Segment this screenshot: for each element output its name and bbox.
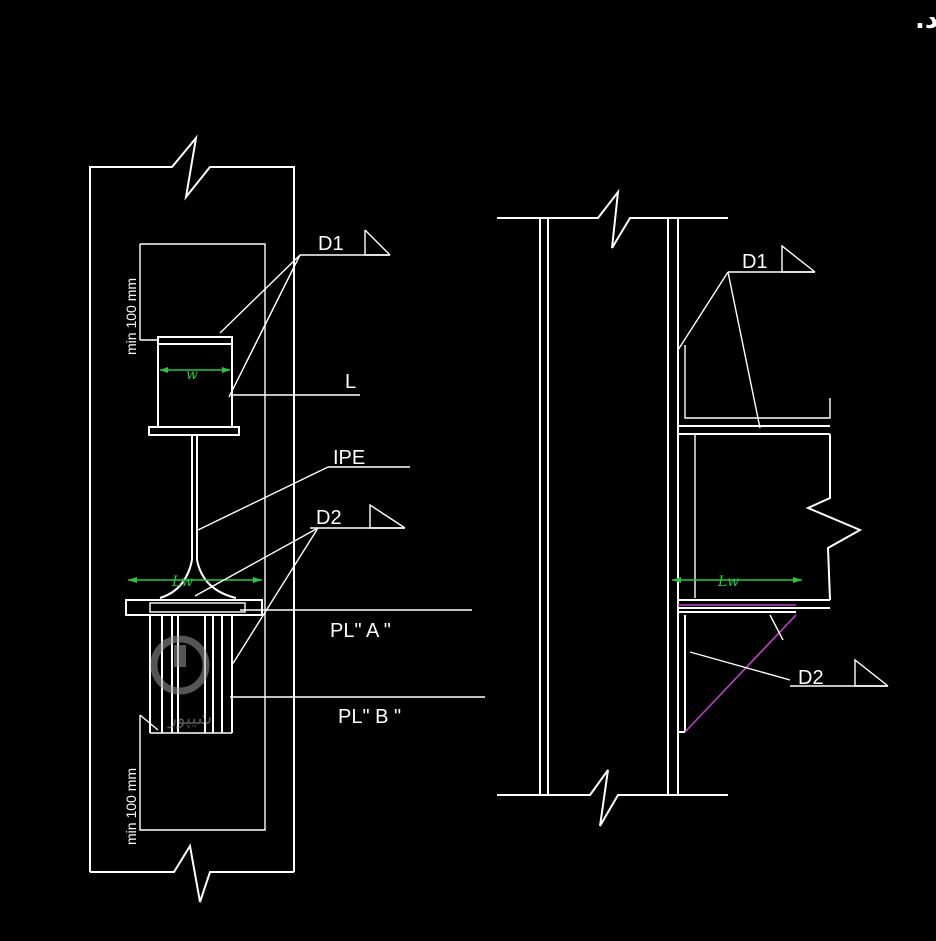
- label-d2-left: D2: [316, 507, 342, 529]
- label-l: L: [345, 371, 356, 393]
- dim-lw-right: Lw: [672, 574, 802, 590]
- label-d1-right: D1: [742, 251, 768, 273]
- watermark-logo: شیپور: [150, 635, 212, 729]
- left-column-outline: [89, 134, 295, 903]
- ipe-beam-section: [148, 426, 240, 599]
- plate-a-section: [125, 599, 263, 616]
- label-pl-b: PL" B ": [338, 706, 401, 728]
- left-inner-panel: [139, 243, 266, 831]
- dim-w: w: [186, 367, 198, 383]
- seat-angle-right: [677, 604, 797, 733]
- watermark-text: شیپور: [167, 708, 212, 729]
- dim-lw-left: Lw: [128, 574, 262, 590]
- label-d2-right: D2: [798, 667, 824, 689]
- left-leader-lines: [194, 229, 485, 698]
- min-100mm-bottom: min 100 mm: [123, 768, 139, 845]
- label-d1-left: D1: [318, 233, 344, 255]
- dim-lw-left-text: Lw: [171, 574, 193, 590]
- label-pl-a: PL" A ": [330, 620, 391, 642]
- right-beam: [678, 345, 863, 609]
- min-100mm-top: min 100 mm: [123, 278, 139, 355]
- plate-b-section: [149, 615, 233, 734]
- right-leader-lines: [677, 244, 889, 687]
- right-column: [497, 188, 728, 827]
- dim-lw-right-text: Lw: [717, 574, 739, 590]
- title-text: در نقشه تعیین گردد.: [915, 4, 936, 35]
- angle-l-section: w: [157, 336, 233, 428]
- label-ipe: IPE: [333, 447, 365, 469]
